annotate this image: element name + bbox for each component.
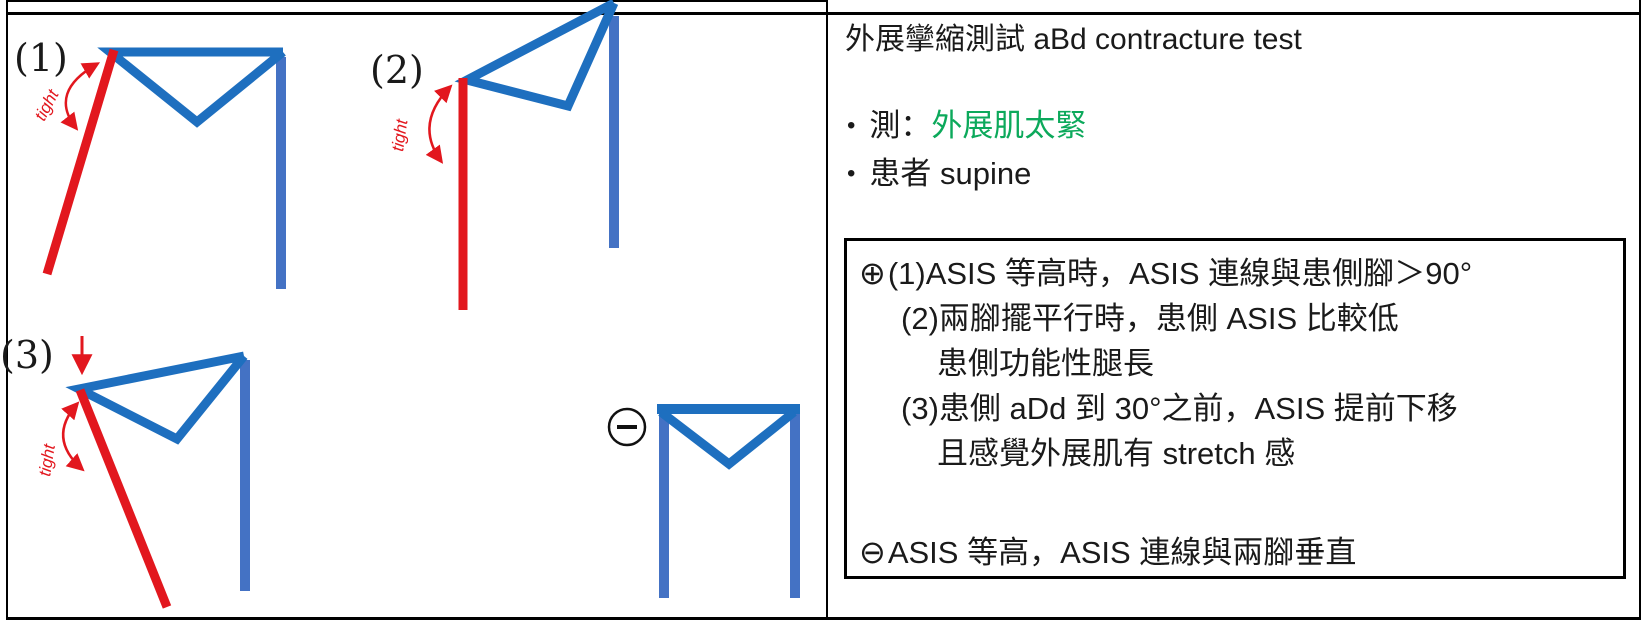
minus-circle-icon xyxy=(607,407,647,447)
circled-plus-icon: ⊕ xyxy=(859,254,886,292)
finding-text: (2)兩腳擺平行時，患側 ASIS 比較低 xyxy=(901,301,1399,336)
positive-finding-line-5: 且感覺外展肌有 stretch 感 xyxy=(859,431,1615,476)
bullet-icon: • xyxy=(847,160,856,187)
finding-text: ASIS 等高，ASIS 連線與兩腳垂直 xyxy=(887,535,1357,570)
pelvis-v-lines xyxy=(658,408,797,470)
tight-arc-arrow xyxy=(425,84,453,164)
figure-negative xyxy=(607,404,800,598)
affected-leg-line xyxy=(42,48,119,276)
notes-text-cell: 外展攣縮測試 aBd contracture test • 測：外展肌太緊 • 患者… xyxy=(844,0,1639,620)
positive-finding-line-4: (3)患側 aDd 到 30°之前，ASIS 提前下移 xyxy=(859,386,1615,431)
finding-text: (3)患側 aDd 到 30°之前，ASIS 提前下移 xyxy=(901,391,1458,426)
page-title: 外展攣縮測試 aBd contracture test xyxy=(845,23,1302,56)
negative-finding-line: ⊖ASIS 等高，ASIS 連線與兩腳垂直 xyxy=(859,530,1615,575)
figure-2: tight (2) xyxy=(370,0,619,310)
positive-finding-line-1: ⊕(1)ASIS 等高時，ASIS 連線與患側腳＞90° xyxy=(859,251,1615,296)
table-column-divider xyxy=(826,0,828,620)
tight-arc-arrow xyxy=(61,401,85,472)
table-border-top-thin xyxy=(6,0,827,2)
positive-finding-line-3: 患側功能性腿長 xyxy=(859,341,1615,386)
bullet-icon: • xyxy=(847,112,856,139)
figure-2-label: (2) xyxy=(370,48,424,92)
abduction-contracture-diagrams: tight (1) tight (2) tight (3) xyxy=(0,0,800,609)
table-border-left xyxy=(6,0,8,620)
bullet-highlight-text: 外展肌太緊 xyxy=(931,108,1087,143)
table-border-right xyxy=(1639,0,1641,620)
bullet-text: 測： xyxy=(869,108,932,143)
circled-minus-icon: ⊖ xyxy=(859,533,886,571)
bullet-text: 患者 supine xyxy=(869,156,1032,191)
figure-3: tight (3) xyxy=(0,333,250,609)
tight-annotation: tight xyxy=(388,117,411,153)
bullet-list: • 測：外展肌太緊 • 患者 supine xyxy=(847,102,1086,198)
tight-annotation: tight xyxy=(31,85,63,123)
pelvis-asis-lines xyxy=(65,351,248,445)
figure-1-label: (1) xyxy=(14,36,68,80)
positive-finding-line-2: (2)兩腳擺平行時，患側 ASIS 比較低 xyxy=(859,296,1615,341)
bullet-item-patient: • 患者 supine xyxy=(847,150,1086,198)
table-border-bottom xyxy=(6,617,1641,620)
affected-leg-line xyxy=(75,388,172,609)
bullet-item-test: • 測：外展肌太緊 xyxy=(847,102,1086,150)
table-border-top xyxy=(6,12,1641,15)
pelvis-asis-lines xyxy=(454,0,619,112)
finding-text: 且感覺外展肌有 stretch 感 xyxy=(937,436,1296,471)
pelvis-asis-lines xyxy=(97,47,286,128)
tight-annotation: tight xyxy=(35,442,59,478)
findings-box: ⊕(1)ASIS 等高時，ASIS 連線與患側腳＞90° (2)兩腳擺平行時，患… xyxy=(844,238,1626,579)
figure-3-label: (3) xyxy=(0,333,54,377)
finding-text: (1)ASIS 等高時，ASIS 連線與患側腳＞90° xyxy=(887,256,1473,291)
figure-1: tight (1) xyxy=(14,36,286,289)
tight-arc-arrow xyxy=(60,62,101,131)
finding-text: 患側功能性腿長 xyxy=(937,346,1154,381)
